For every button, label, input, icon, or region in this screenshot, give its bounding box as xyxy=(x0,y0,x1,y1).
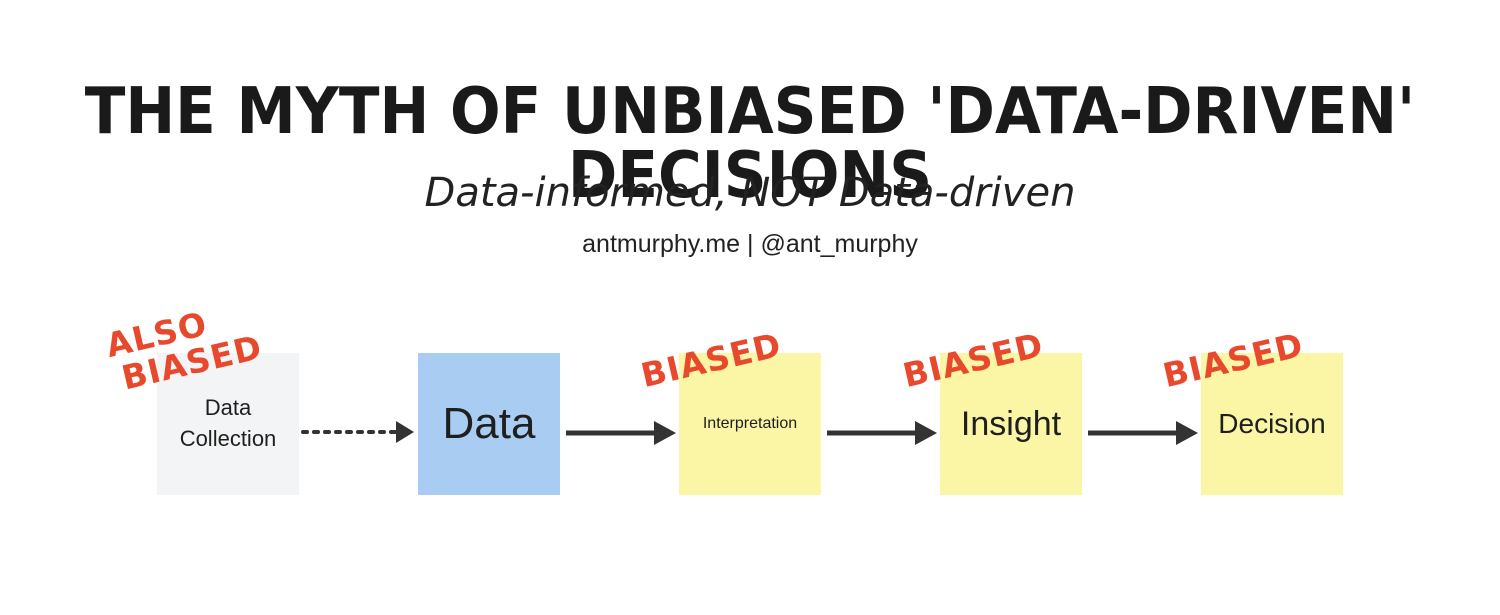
arrow-head xyxy=(654,421,676,445)
note-label: Data Collection xyxy=(179,395,277,451)
note-decision: Decision xyxy=(1201,353,1343,495)
note-data: Data xyxy=(418,353,560,495)
note-insight: Insight xyxy=(940,353,1082,495)
page-subtitle: Data-informed, NOT Data-driven xyxy=(424,170,1076,216)
note-label: Insight xyxy=(960,404,1062,443)
note-interpretation: Interpretation xyxy=(679,353,821,495)
dotted-arrow-head xyxy=(396,421,414,443)
page-title: The Myth of Unbiased 'Data-Driven' Decis… xyxy=(84,75,1416,213)
note-label: Decision xyxy=(1218,408,1326,439)
arrow-head xyxy=(1176,421,1198,445)
note-label: Interpretation xyxy=(702,415,798,432)
note-data-collection: Data Collection xyxy=(157,353,299,495)
arrow-head xyxy=(915,421,937,445)
note-label: Data xyxy=(442,399,536,448)
author-credit: antmurphy.me | @ant_murphy xyxy=(582,230,918,258)
